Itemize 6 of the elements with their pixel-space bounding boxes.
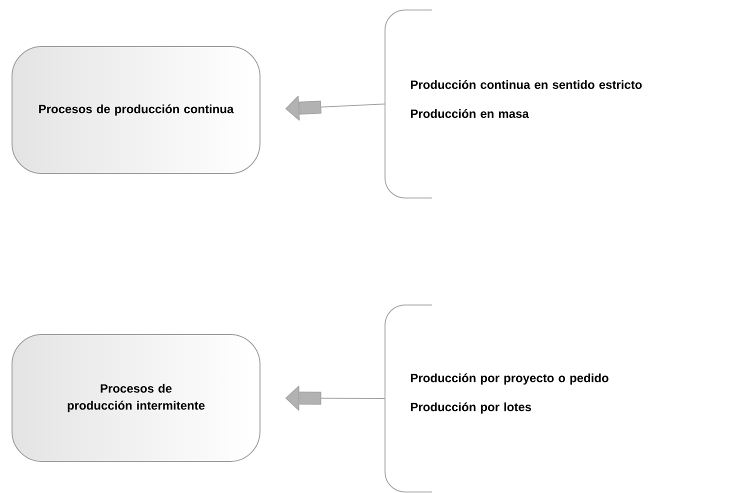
process-box: Procesos de producción continua (12, 46, 260, 174)
arrow (286, 386, 386, 411)
bracket-list: Producción por proyecto o pedido Producción por lotes (384, 304, 608, 492)
bracket-list: Producción continua en sentido estricto Producción en masa (384, 10, 642, 198)
process-box: Procesos de producción intermitente (12, 334, 260, 462)
arrow (285, 96, 386, 121)
